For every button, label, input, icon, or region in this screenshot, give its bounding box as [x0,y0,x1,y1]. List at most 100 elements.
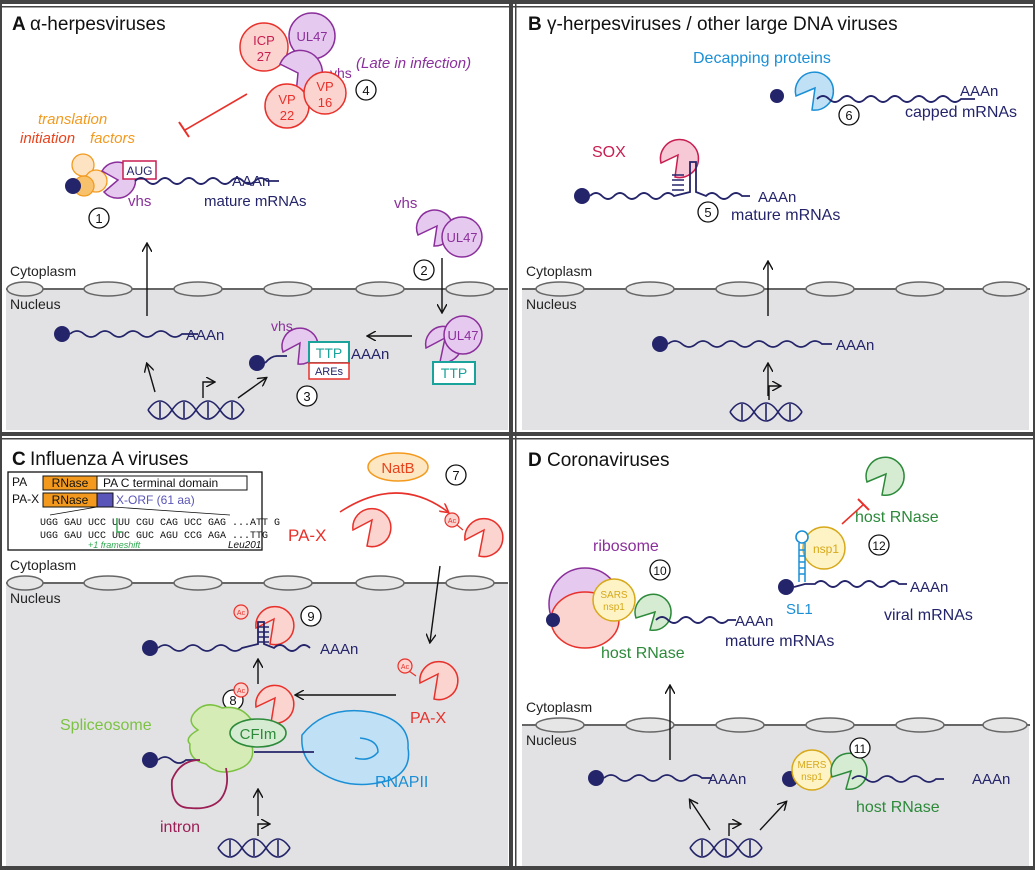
svg-text:7: 7 [452,468,459,483]
pa-x-bound [255,605,295,646]
ttp-box-1 [432,361,476,385]
factors-label: factors [90,130,136,147]
poly-a-c1: AAAn [320,641,358,658]
svg-text:TTP: TTP [316,345,342,361]
pa-x-label-1: PA-X [288,526,326,545]
panel-b-letter: B [528,14,542,35]
ribosome-label: ribosome [593,538,659,555]
svg-text:Ac: Ac [401,664,410,671]
panel-a: A α-herpesviruses ICP 27 UL47 vhs VP 22 … [12,12,483,420]
step-2-marker [413,259,435,281]
step-7-marker [445,464,467,486]
svg-text:NatB: NatB [381,460,414,477]
pa-x-label-2: PA-X [410,710,446,727]
svg-text:AUG: AUG [126,164,152,178]
poly-a-1: AAAn [232,173,270,190]
viral-mrnas-label: viral mRNAs [884,607,973,624]
vhs-label-3: vhs [271,318,293,334]
rnapii-label: RNAPII [375,774,428,791]
host-rnase-label-1: host RNase [855,509,939,526]
step-10-marker [649,559,671,581]
capped-mrnas-label: capped mRNAs [905,104,1017,121]
dna-helix-a [147,382,245,420]
rnapii-shape [301,709,410,786]
svg-text:RNase: RNase [52,476,89,490]
svg-text:Ac: Ac [237,610,246,617]
svg-text:5: 5 [704,205,711,220]
svg-text:nsp1: nsp1 [813,542,839,556]
step-9-marker [300,605,322,627]
poly-a-d2: AAAn [735,613,773,630]
panel-d-title: Coronaviruses [547,450,670,471]
svg-text:PA C terminal domain: PA C terminal domain [103,476,218,490]
pre-mrna-a [69,330,198,338]
svg-text:12: 12 [872,539,886,553]
svg-text:ICP: ICP [253,33,275,48]
nucleus-label-a: Nucleus [10,296,61,312]
cytoplasm-label-d: Cytoplasm [526,699,592,715]
intron-loop [170,759,229,810]
poly-a-b1: AAAn [960,83,998,100]
panel-c: C Influenza A viruses PA RNase PA C term… [7,449,504,858]
pa-x-protein-1 [352,507,392,548]
svg-text:22: 22 [280,108,294,123]
poly-a-d3: AAAn [708,771,746,788]
initiation-label: initiation [20,130,75,147]
inhibition-arrow-d [841,503,865,525]
nucleus-label-b: Nucleus [526,296,577,312]
pa-pax-inset: PA RNase PA C terminal domain PA-X RNase… [7,471,280,551]
svg-text:3: 3 [303,389,310,404]
dna-helix-d [689,824,763,858]
dna-helix-c [217,824,291,858]
svg-text:MERS: MERS [798,760,827,771]
mrna-1: AUG [65,153,279,199]
svg-text:CFIm: CFIm [240,726,277,743]
host-rnase-label-2: host RNase [601,645,685,662]
panel-c-title: Influenza A viruses [30,449,188,470]
nucleus-label-c: Nucleus [10,590,61,606]
svg-text:Ac: Ac [237,688,246,695]
cytoplasm-label-b: Cytoplasm [526,263,592,279]
svg-text:+1 frameshift: +1 frameshift [88,540,141,550]
panel-a-letter: A [12,14,26,35]
svg-text:9: 9 [307,609,314,624]
svg-text:UGG GAU UCC UUU CGU CAG UCC GA: UGG GAU UCC UUU CGU CAG UCC GAG ...ATT G [40,518,280,529]
poly-a-3: AAAn [351,346,389,363]
step-5-marker [697,201,719,223]
panel-b: B γ-herpesviruses / other large DNA viru… [528,14,1017,422]
poly-a-d4: AAAn [972,771,1010,788]
pre-mrna-b [667,340,832,348]
sox-protein [659,138,700,179]
vhs-label-1: vhs [128,193,151,210]
vhs-complex: ICP 27 UL47 vhs VP 22 VP 16 [239,12,352,129]
svg-text:UGG GAU UCC UUC GUC AGU CCG AG: UGG GAU UCC UUC GUC AGU CCG AGA ...TTG [40,531,268,542]
svg-text:AREs: AREs [315,366,344,378]
svg-text:27: 27 [257,49,271,64]
dna-helix-b [729,386,803,422]
decapping-protein [794,71,835,111]
svg-text:VP: VP [316,79,333,94]
svg-text:UL47: UL47 [296,29,327,44]
svg-text:SARS: SARS [600,590,628,601]
poly-a-b3: AAAn [836,337,874,354]
mature-mrnas-label-b: mature mRNAs [731,207,840,224]
svg-text:11: 11 [854,742,867,756]
pa-x-acetylated-1 [464,517,504,558]
cflm-oval [229,718,287,748]
cytoplasm-label-c: Cytoplasm [10,557,76,573]
svg-text:X-ORF (61 aa): X-ORF (61 aa) [116,493,195,507]
sox-label: SOX [592,144,626,161]
svg-text:PA: PA [12,475,27,489]
pa-x-acetylated-2 [419,660,459,701]
panel-b-title: γ-herpesviruses / other large DNA viruse… [547,14,898,35]
host-rnase-10 [634,593,672,632]
mature-mrnas-label-a: mature mRNAs [204,193,307,210]
poly-a-d1: AAAn [910,579,948,596]
svg-text:VP: VP [278,92,295,107]
poly-a-2: AAAn [186,327,224,344]
svg-text:8: 8 [229,693,236,708]
pa-x-recruited [255,684,295,725]
